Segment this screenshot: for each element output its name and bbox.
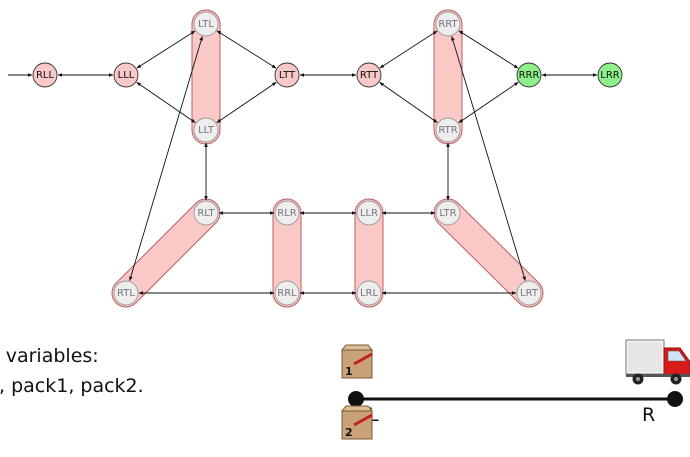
node-group-rlr-rrl: [272, 198, 302, 308]
state-node-rll: RLL: [32, 62, 58, 88]
state-node-label: LLR: [360, 208, 378, 219]
state-node-circle: [113, 62, 139, 88]
edges: [8, 30, 598, 295]
state-node-rtl: RTL: [113, 280, 139, 306]
state-node-rtr: RTR: [435, 117, 461, 143]
state-node-circle: [597, 62, 623, 88]
edge-llt-ltt: [216, 81, 277, 124]
state-node-lll: LLL: [113, 62, 139, 88]
location-point-right: [667, 391, 683, 407]
state-node-circle: [435, 200, 461, 226]
nodes: RLL LLL LTL LLT LTT RTT RRT RTR RRR LRR RLT RLR LLR L…: [32, 11, 623, 306]
state-node-label: RRL: [277, 288, 297, 299]
state-node-label: RLR: [277, 208, 297, 219]
state-node-rrl: RRL: [274, 280, 300, 306]
location-point-left: [348, 391, 364, 407]
state-node-label: LLT: [198, 125, 215, 136]
state-node-circle: [516, 280, 542, 306]
caption-line-1: e variables:: [0, 345, 99, 367]
state-node-circle: [193, 200, 219, 226]
edge-rtt-rrt: [379, 30, 438, 69]
state-node-label: LRL: [360, 288, 379, 299]
state-node-ltl: LTL: [193, 11, 219, 37]
state-node-rrr: RRR: [516, 62, 542, 88]
state-node-label: LRT: [520, 288, 539, 299]
edge-rtt-rtr: [379, 82, 438, 123]
state-node-circle: [274, 62, 300, 88]
package-number-1: 1: [345, 365, 353, 378]
state-node-label: RRR: [519, 70, 540, 81]
state-node-llr: LLR: [356, 200, 382, 226]
state-node-circle: [435, 11, 461, 37]
state-node-label: RTL: [117, 288, 135, 299]
edge-lll-ltl: [136, 30, 196, 69]
state-node-circle: [435, 117, 461, 143]
location-label-right: R: [642, 404, 655, 426]
state-node-ltr: LTR: [435, 200, 461, 226]
state-node-circle: [113, 280, 139, 306]
state-node-rtt: RTT: [356, 62, 382, 88]
state-node-rlr: RLR: [274, 200, 300, 226]
state-node-rrt: RRT: [435, 11, 461, 37]
state-node-label: RLL: [36, 70, 55, 81]
location-label-left: L: [368, 404, 379, 426]
state-node-circle: [32, 62, 58, 88]
state-node-lrt: LRT: [516, 280, 542, 306]
edge-rrt-rrr: [458, 30, 519, 69]
edge-ltl-ltt: [216, 30, 277, 69]
state-node-circle: [193, 11, 219, 37]
state-node-lrl: LRL: [356, 280, 382, 306]
state-node-circle: [274, 200, 300, 226]
state-node-circle: [356, 280, 382, 306]
node-groups: [111, 9, 544, 308]
package-number-2: 2: [345, 426, 353, 439]
state-node-label: RRT: [438, 19, 458, 30]
state-node-label: RTT: [360, 70, 379, 81]
state-node-ltt: LTT: [274, 62, 300, 88]
state-node-label: LTR: [439, 208, 456, 219]
state-node-label: RLT: [197, 208, 215, 219]
package-icon: 1: [340, 344, 374, 379]
state-node-circle: [516, 62, 542, 88]
truck-icon: [625, 339, 690, 385]
state-node-circle: [356, 200, 382, 226]
package-icon: 2: [340, 405, 374, 440]
state-node-label: LTL: [198, 19, 214, 30]
edge-rrt-lrt: [451, 36, 526, 281]
edge-ltl-rtl: [129, 36, 203, 281]
state-node-circle: [356, 62, 382, 88]
state-node-label: LLL: [118, 70, 135, 81]
state-node-label: LTT: [279, 70, 296, 81]
state-node-circle: [193, 117, 219, 143]
route-illustration: L R 1 2: [340, 339, 690, 440]
state-node-lrr: LRR: [597, 62, 623, 88]
state-node-rlt: RLT: [193, 200, 219, 226]
state-node-label: RTR: [438, 125, 457, 136]
caption-line-2: k, pack1, pack2.: [0, 375, 144, 397]
node-group-llr-lrl: [354, 198, 384, 308]
state-node-label: LRR: [600, 70, 620, 81]
state-node-circle: [274, 280, 300, 306]
state-node-llt: LLT: [193, 117, 219, 143]
